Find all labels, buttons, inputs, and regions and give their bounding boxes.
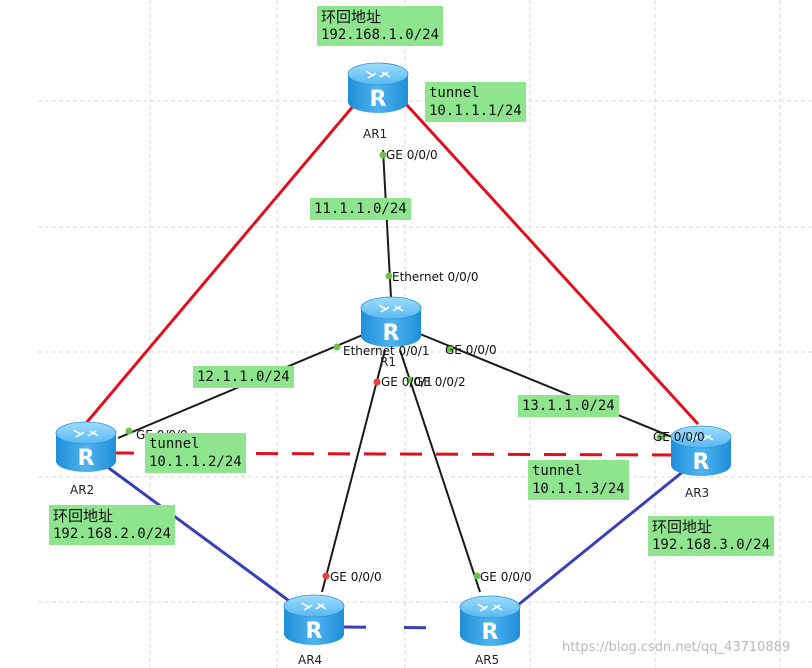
router-glyph: R [383, 321, 400, 346]
link-ar2-ar4 [101, 461, 293, 605]
note-title: 环回地址 [652, 518, 713, 536]
note-net-ar3-r1: 13.1.1.0/24 [518, 395, 619, 417]
iface-r1-ge002: GE 0/0/2 [414, 375, 466, 389]
router-glyph: R [78, 446, 95, 471]
note-ar3-tunnel: tunnel 10.1.1.3/24 [528, 460, 629, 500]
port-r1-ge000 [446, 345, 454, 353]
link-ar4-ar5 [343, 625, 461, 630]
router-glyph: R [370, 87, 387, 112]
router-arrows-icon [477, 603, 503, 612]
note-title: tunnel [532, 463, 583, 479]
router-name-ar4: AR4 [298, 653, 323, 667]
router-name-ar2: AR2 [70, 483, 95, 497]
note-addr: 192.168.1.0/24 [321, 27, 440, 43]
port-ar2-ge000 [125, 427, 133, 435]
note-title: tunnel [429, 85, 480, 101]
router-arrows-icon [688, 433, 714, 442]
iface-r1-eth000: Ethernet 0/0/0 [392, 270, 479, 284]
router-ar1[interactable]: R [347, 62, 409, 113]
note-addr: 10.1.1.1/24 [429, 103, 522, 119]
router-glyph: R [306, 619, 323, 644]
link-ar3-ar5 [517, 468, 686, 607]
router-ar4[interactable]: R [283, 594, 345, 645]
iface-r1-eth001: Ethernet 0/0/1 [343, 344, 430, 358]
note-net-ar1-r1: 11.1.1.0/24 [310, 198, 411, 220]
iface-ar3-ge000: GE 0/0/0 [653, 430, 705, 444]
port-ar5-ge000 [473, 572, 481, 580]
note-ar2-tunnel: tunnel 10.1.1.2/24 [145, 433, 246, 473]
tunnel-ar2-ar3 [111, 451, 686, 457]
router-ar2[interactable]: R [55, 421, 117, 472]
note-addr: 10.1.1.3/24 [532, 481, 625, 497]
port-r1-eth000 [385, 272, 393, 280]
note-title: 环回地址 [321, 8, 382, 26]
note-ar1-loopback: 环回地址 192.168.1.0/24 [317, 6, 444, 46]
tunnel-links [80, 90, 700, 457]
link-r1-ar5 [399, 349, 481, 593]
note-title: tunnel [149, 436, 200, 452]
router-r1[interactable]: R [360, 296, 422, 347]
note-addr: 10.1.1.2/24 [149, 454, 242, 470]
router-arrows-icon [365, 70, 391, 79]
router-glyph: R [693, 450, 710, 475]
source-watermark: https://blog.csdn.net/qq_43710889 [562, 640, 791, 655]
port-ar4-ge000 [322, 572, 330, 580]
link-r1-ar3 [419, 333, 673, 438]
port-ar1-ge000 [379, 151, 387, 159]
grid [38, 0, 812, 668]
router-name-ar1: AR1 [363, 127, 388, 141]
iface-r1-ge001: GE 0/0/1 [381, 375, 433, 389]
router-arrows-icon [301, 602, 327, 611]
router-ar3[interactable]: R [670, 425, 732, 476]
note-ar2-loopback: 环回地址 192.168.2.0/24 [49, 505, 176, 545]
link-r1-ar4 [321, 349, 386, 593]
tunnel-ar1-ar3 [393, 90, 700, 426]
router-glyph: R [482, 620, 499, 645]
iface-ar1-ge000: GE 0/0/0 [386, 148, 438, 162]
router-name-ar5: AR5 [475, 653, 500, 667]
router-arrows-icon [378, 304, 404, 313]
iface-ar5-ge000: GE 0/0/0 [480, 570, 532, 584]
iface-r1-ge000: GE 0/0/0 [445, 343, 497, 357]
port-r1-ge002 [406, 376, 414, 384]
port-r1-ge001 [373, 378, 381, 386]
note-net-ar2-r1: 12.1.1.0/24 [193, 366, 294, 388]
tunnel-ar1-ar2 [80, 91, 367, 429]
note-ar1-tunnel: tunnel 10.1.1.1/24 [425, 82, 526, 122]
note-ar3-loopback: 环回地址 192.168.3.0/24 [648, 516, 775, 556]
router-arrows-icon [73, 429, 99, 438]
blue-links [101, 461, 686, 630]
note-addr: 192.168.3.0/24 [652, 537, 771, 553]
note-title: 环回地址 [53, 507, 114, 525]
router-name-r1: R1 [380, 355, 396, 369]
port-ar3-ge000 [656, 433, 664, 441]
port-dots [125, 151, 680, 580]
router-name-ar3: AR3 [685, 486, 710, 500]
note-addr: 192.168.2.0/24 [53, 526, 172, 542]
port-r1-eth001 [333, 343, 341, 351]
iface-ar4-ge000: GE 0/0/0 [330, 570, 382, 584]
router-ar5[interactable]: R [459, 595, 521, 646]
